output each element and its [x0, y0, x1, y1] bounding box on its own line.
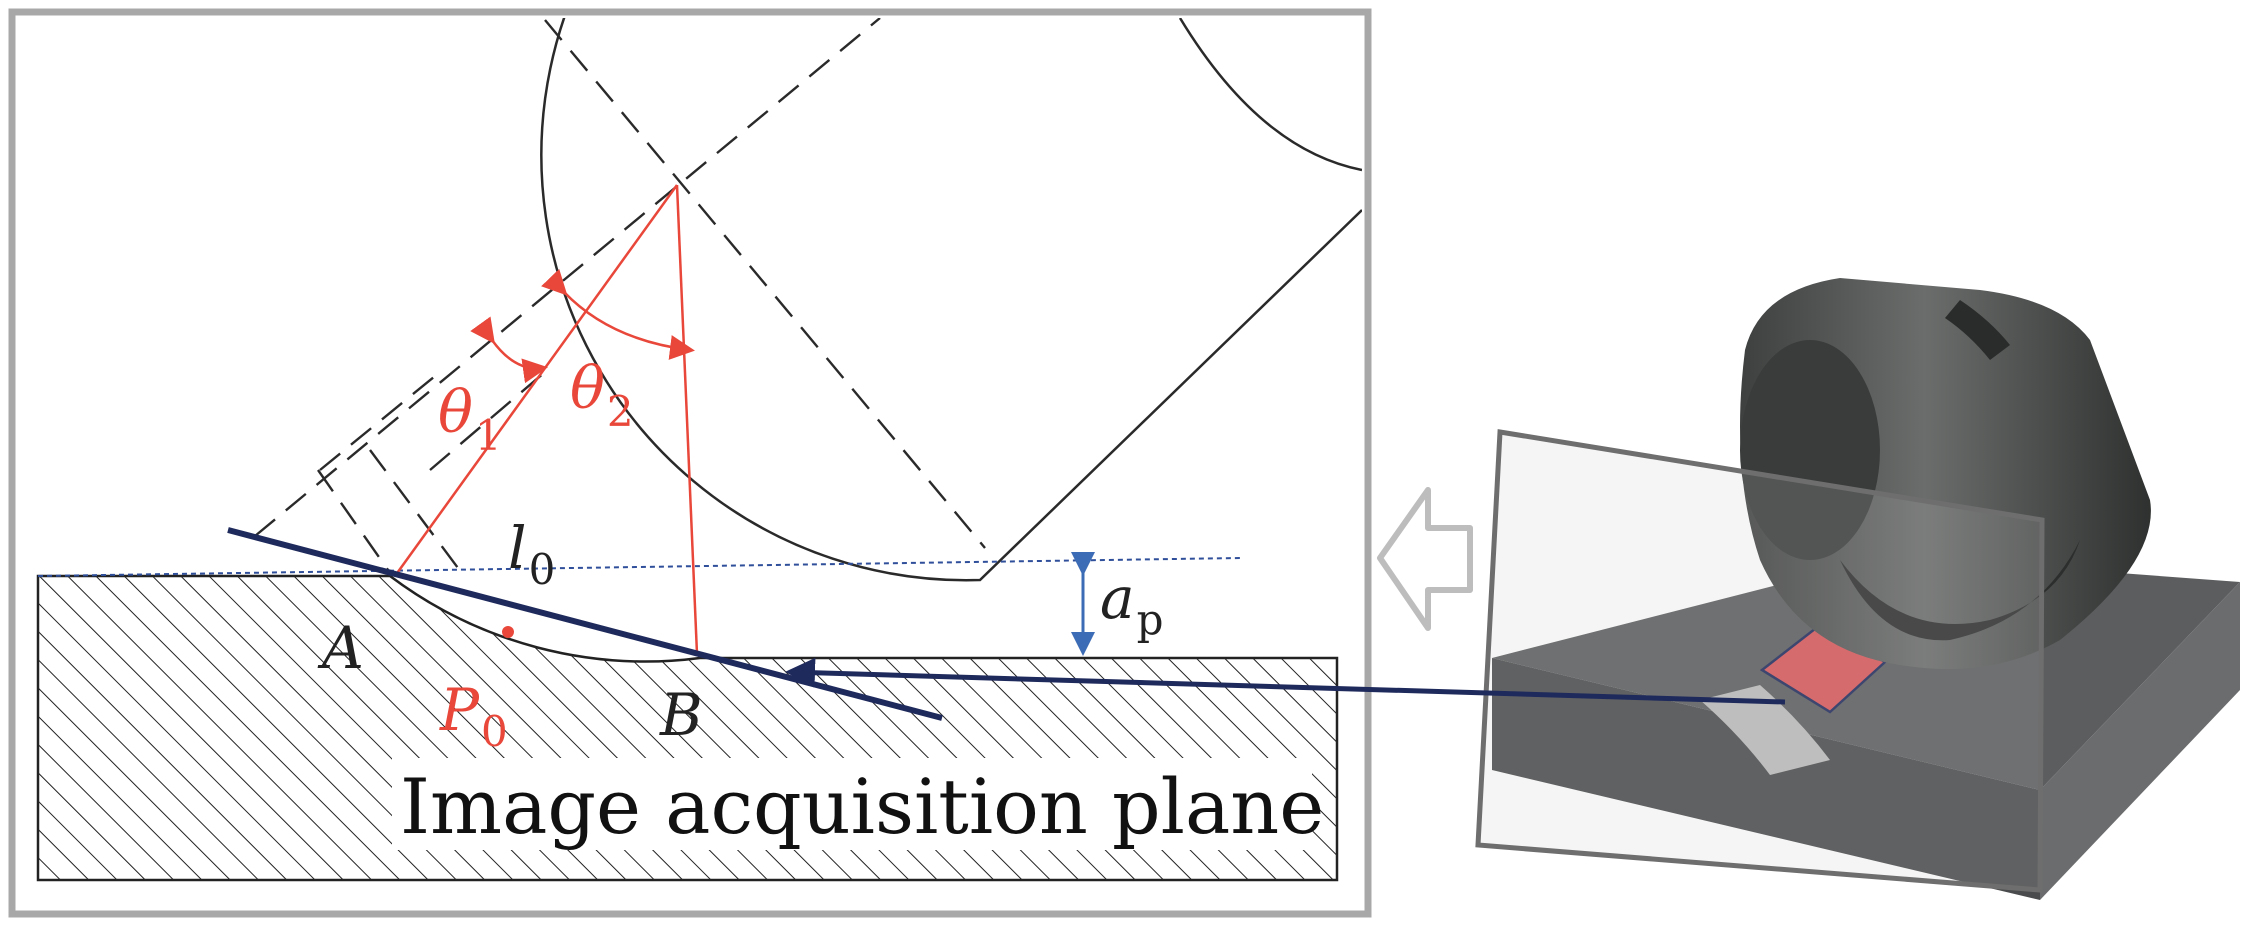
l0-label: l0	[508, 514, 555, 594]
theta1-label: θ1	[438, 378, 502, 460]
tool-ball-tip	[1840, 540, 2080, 641]
theta1-arc-arrow	[470, 316, 548, 384]
point-p0-marker	[502, 626, 514, 638]
block-front-face	[1492, 658, 2040, 900]
point-b-label: B	[659, 681, 703, 749]
angle-construction	[393, 184, 699, 655]
p0-label: P0	[439, 676, 508, 756]
machined-groove	[1700, 685, 1830, 775]
caption: Image acquisition plane	[400, 762, 1324, 851]
theta2-arc-arrow	[541, 268, 695, 360]
tool-neck-arc	[1178, 18, 1362, 172]
caption-background	[392, 758, 1312, 850]
hollow-left-arrow-icon	[1377, 487, 1473, 631]
tool-end-face	[1740, 340, 1880, 560]
chord-line	[227, 527, 943, 721]
ap-label: ap	[1100, 564, 1163, 644]
block-side-face	[2040, 582, 2240, 900]
cross-section-panel: θ1 θ2 l0 ap A B P0 Image acquisition pla…	[8, 8, 1372, 918]
point-a-label: A	[317, 614, 364, 682]
tool-outline	[540, 18, 1362, 582]
reference-line	[37, 557, 1241, 577]
tool-flute	[1945, 300, 2010, 360]
image-acquisition-plane	[1475, 429, 2045, 893]
theta2-label: θ2	[570, 354, 634, 436]
3d-illustration	[785, 278, 2240, 900]
projection-arrow	[785, 657, 1786, 705]
